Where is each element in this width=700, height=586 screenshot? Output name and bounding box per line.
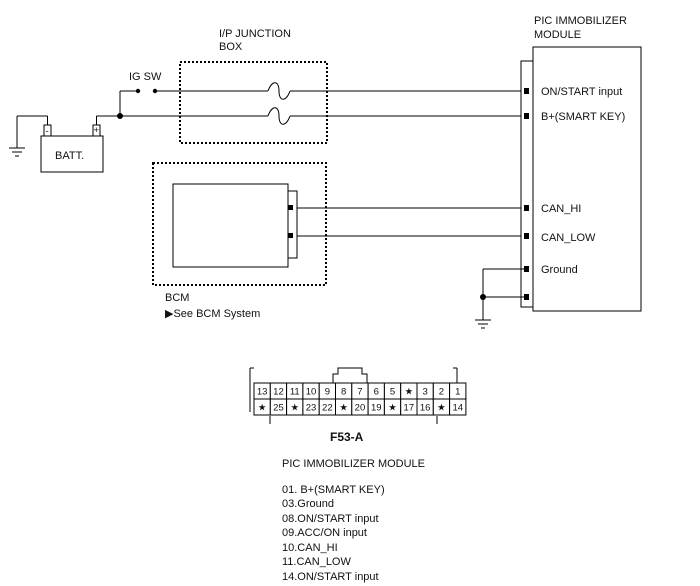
- junction-box-label-line2: BOX: [219, 41, 243, 53]
- bcm-reference: ▶See BCM System: [165, 308, 260, 320]
- module-pin-label-can-hi: CAN_HI: [541, 203, 581, 215]
- pin-list-item: 14.ON/START input: [282, 570, 379, 583]
- module-pin-on-start: [524, 88, 529, 94]
- connector-id: F53-A: [330, 430, 364, 444]
- connector-pin-label: 16: [420, 403, 431, 414]
- connector-pin-label: 20: [355, 403, 366, 414]
- connector-pin-label: 6: [374, 387, 379, 398]
- module-label-line1: PIC IMMOBILIZER: [534, 15, 627, 27]
- module-pin-can-hi: [524, 205, 529, 211]
- connector-pin-label: 3: [423, 387, 428, 398]
- fuse-b-plus-icon: [267, 107, 291, 125]
- connector-pin-label: 19: [371, 403, 382, 414]
- pin-list-title: PIC IMMOBILIZER MODULE: [282, 458, 426, 470]
- pin-list-item: 11.CAN_LOW: [282, 556, 351, 568]
- connector-pin-label: 7: [357, 387, 362, 398]
- connector-pin-label: 11: [290, 387, 300, 398]
- module-ground-icon: [475, 319, 491, 329]
- pin-list: PIC IMMOBILIZER MODULE 01. B+(SMART KEY)…: [282, 457, 542, 584]
- module-label-line2: MODULE: [534, 29, 581, 41]
- connector-pin-label: 1: [455, 387, 460, 398]
- junction-box-outline: [179, 61, 328, 144]
- ig-sw-label: IG SW: [129, 71, 162, 83]
- module-pin-can-low: [524, 233, 529, 239]
- connector-pin-label: 23: [306, 403, 317, 414]
- connector-pin-label: ★: [405, 387, 414, 398]
- module-pin-b-plus: [524, 113, 529, 119]
- module-pin-label-b-plus: B+(SMART KEY): [541, 111, 625, 123]
- pin-list-item: 03.Ground: [282, 498, 334, 510]
- connector-pin-label: 13: [257, 387, 268, 398]
- junction-dot-ground: [480, 294, 486, 300]
- connector-pin-label: ★: [290, 403, 299, 414]
- bcm-pin-can-low: [288, 233, 293, 238]
- battery-ground-icon: [9, 147, 25, 157]
- module-pin-ground-b: [524, 294, 529, 300]
- connector-pin-label: ★: [388, 403, 397, 414]
- connector-pin-label: 9: [325, 387, 330, 398]
- bcm-body: [172, 183, 289, 268]
- connector-pin-label: 14: [452, 403, 463, 414]
- connector-pin-label: ★: [437, 403, 446, 414]
- pin-list-item: 01. B+(SMART KEY): [282, 483, 385, 496]
- connector-pin-label: 10: [306, 387, 317, 398]
- pin-list-item: 08.ON/START input: [282, 512, 379, 525]
- connector-cell: [449, 398, 467, 416]
- module-connector: [520, 60, 534, 308]
- ig-sw-contact-right: [152, 88, 158, 94]
- connector-pin-label: 2: [439, 387, 444, 398]
- connector-pin-label: 8: [341, 387, 346, 398]
- bcm-outline: [152, 162, 327, 286]
- battery-label: BATT.: [55, 150, 84, 162]
- connector-pin-label: 22: [322, 403, 333, 414]
- bcm-pin-can-hi: [288, 205, 293, 210]
- battery-negative-sign: -: [46, 126, 49, 137]
- bcm-connector: [287, 190, 298, 259]
- ig-sw-contact-left: [135, 88, 141, 94]
- pin-list-item: 10.CAN_HI: [282, 541, 338, 554]
- module-body: [532, 46, 642, 312]
- module-pin-label-ground: Ground: [541, 264, 578, 276]
- battery-body: [40, 135, 104, 173]
- module-pin-ground-a: [524, 266, 529, 272]
- connector-pin-label: 17: [404, 403, 415, 414]
- module-pin-label-can-low: CAN_LOW: [541, 232, 596, 244]
- connector-pin-label: 12: [273, 387, 284, 398]
- fuse-on-start-icon: [267, 82, 291, 100]
- pin-list-item: 09.ACC/ON input: [282, 527, 367, 539]
- bcm-label: BCM: [165, 292, 189, 304]
- module-pin-label-on-start: ON/START input: [541, 86, 622, 98]
- connector-pin-label: ★: [339, 403, 348, 414]
- battery-positive-sign: +: [94, 125, 100, 136]
- junction-box-label-line1: I/P JUNCTION: [219, 28, 291, 40]
- connector-pin-label: ★: [258, 403, 267, 414]
- connector-pin-label: 5: [390, 387, 395, 398]
- connector-pin-label: 25: [273, 403, 284, 414]
